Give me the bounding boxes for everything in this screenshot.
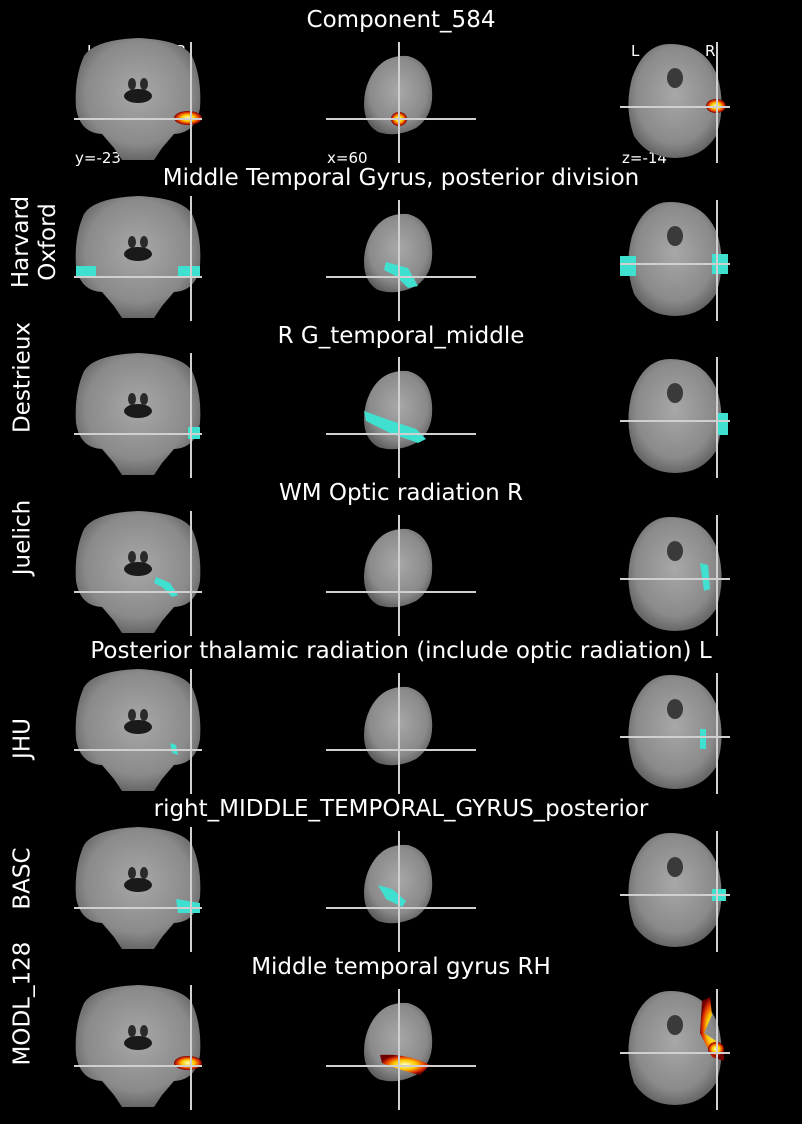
sagittal-slice-4: [326, 669, 476, 798]
row-title-destrieux: R G_temporal_middle: [277, 323, 525, 349]
atlas-label-juelich: Juelich: [9, 499, 36, 576]
sagittal-slice-1: [326, 196, 476, 325]
axial-slice-2: [620, 353, 730, 482]
coronal-slice-6: [74, 985, 202, 1114]
row-title-modl: Middle temporal gyrus RH: [251, 954, 551, 980]
coronal-slice-4: [74, 669, 202, 798]
axial-slice-5: [620, 827, 730, 956]
coord-coronal: y=-23: [75, 149, 121, 167]
axial-slice-4: [620, 669, 730, 798]
sagittal-slice-2: [326, 353, 476, 482]
coronal-slice-5: [74, 827, 202, 956]
row-title-harvard-oxford: Middle Temporal Gyrus, posterior divisio…: [162, 165, 640, 191]
sagittal-slice-0: [326, 38, 476, 167]
atlas-label-basc: BASC: [9, 847, 36, 910]
sagittal-slice-6: [326, 985, 476, 1114]
row-title-juelich: WM Optic radiation R: [279, 480, 523, 506]
atlas-label-modl: MODL_128: [9, 941, 36, 1066]
axial-slice-1: [620, 196, 730, 325]
axial-slice-0: [620, 38, 730, 167]
atlas-label-destrieux: Destrieux: [9, 321, 36, 434]
sagittal-slice-5: [326, 827, 476, 956]
coronal-slice-1: [74, 196, 202, 325]
coronal-slice-2: [74, 353, 202, 482]
axial-slice-6: [620, 985, 730, 1114]
axial-slice-3: [620, 511, 730, 640]
atlas-label-jhu: JHU: [9, 718, 36, 759]
coronal-slice-0: [74, 38, 202, 167]
sagittal-slice-3: [326, 511, 476, 640]
atlas-label-harvard-oxford: Harvard Oxford: [8, 195, 61, 289]
row-title-basc: right_MIDDLE_TEMPORAL_GYRUS_posterior: [153, 796, 649, 822]
row-title-jhu: Posterior thalamic radiation (include op…: [90, 638, 712, 664]
orientation-right-label-axial: R: [703, 42, 718, 60]
orientation-left-label-axial: L: [629, 42, 642, 60]
coronal-slice-3: [74, 511, 202, 640]
component-title: Component_584: [306, 7, 496, 33]
coord-sagittal: x=60: [327, 149, 368, 167]
